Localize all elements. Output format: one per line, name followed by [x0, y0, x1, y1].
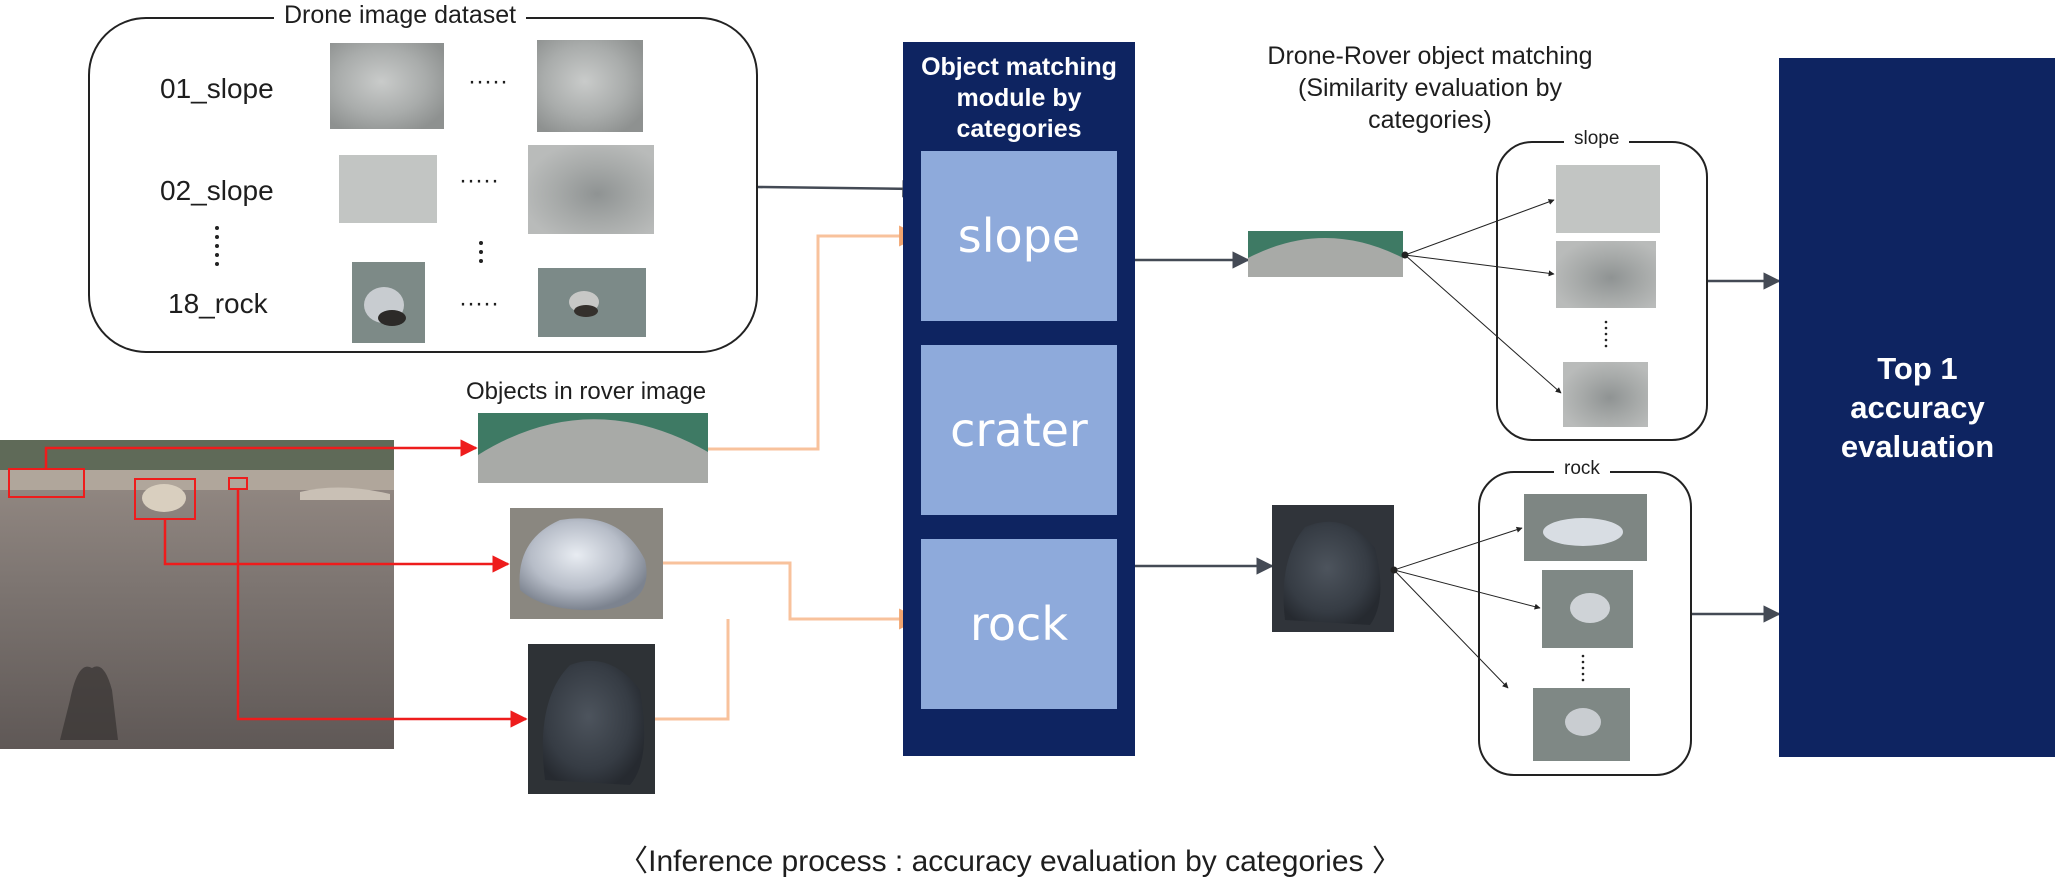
- category-rock: rock: [921, 539, 1117, 709]
- rover-rock-white: [142, 484, 186, 512]
- rock-match-label: rock: [1554, 458, 1610, 480]
- matching-title-line-1: Drone-Rover object matching: [1267, 42, 1593, 70]
- orange-arrow-slope: [708, 225, 921, 451]
- matching-title: Drone-Rover object matching (Similarity …: [1240, 40, 1620, 136]
- dataset-thumb-01-a: [330, 43, 444, 129]
- orange-arrows: [655, 225, 921, 721]
- module-title-line-1: Object matching: [921, 53, 1117, 81]
- top1-line-1: Top 1: [1877, 351, 1958, 386]
- dataset-ellipsis-2: ·····: [459, 167, 499, 194]
- dataset-thumb-02-a: [339, 155, 437, 223]
- caption: 〈Inference process : accuracy evaluation…: [618, 845, 1402, 878]
- matching-module: Object matching module by categories slo…: [903, 42, 1135, 756]
- dataset-ellipsis-3: ·····: [459, 290, 499, 317]
- dataset-thumbnails: [330, 40, 654, 343]
- rock-match-box: [1478, 471, 1692, 776]
- slope-match-label: slope: [1564, 128, 1630, 150]
- module-title-line-3: categories: [956, 115, 1082, 143]
- red-arrow-rock-dark: [236, 489, 528, 728]
- category-slope: slope: [921, 151, 1117, 321]
- red-arrow-rock-white: [163, 519, 510, 573]
- slope-candidate-3: [1563, 362, 1648, 427]
- slope-match-box: [1496, 141, 1708, 441]
- rover-title: Objects in rover image: [466, 378, 707, 405]
- orange-arrow-rock-white: [663, 561, 921, 630]
- similarity-arrows: [1390, 199, 1562, 689]
- dataset-vertical-dots: [215, 226, 483, 266]
- matching-queries: [1248, 231, 1403, 632]
- rover-crops: [478, 413, 708, 794]
- dataset-thumb-02-b: [528, 145, 654, 234]
- slope-candidate-1: [1556, 165, 1660, 233]
- category-crater: crater: [921, 345, 1117, 515]
- rover-shadow: [60, 666, 118, 740]
- matching-title-line-3: categories): [1368, 106, 1492, 134]
- top1-line-2: accuracy: [1850, 390, 1985, 425]
- dataset-title: Drone image dataset: [274, 1, 527, 30]
- red-arrows: [44, 439, 528, 728]
- dataset-row-01-slope: 01_slope: [160, 73, 274, 104]
- top1-evaluation: Top 1 accuracy evaluation: [1779, 58, 2055, 757]
- module-title: Object matching module by categories: [903, 52, 1135, 145]
- dataset-row-18-rock: 18_rock: [168, 288, 268, 319]
- module-title-line-2: module by: [956, 84, 1082, 112]
- slope-candidate-2: [1556, 241, 1656, 308]
- dataset-row-02-slope: 02_slope: [160, 175, 274, 206]
- dark-arrow-dataset-to-module: [757, 180, 920, 198]
- rover-image: [0, 440, 394, 749]
- orange-arrow-rock-dark: [655, 619, 730, 721]
- top1-line-3: evaluation: [1840, 429, 1995, 464]
- dark-arrows: [757, 180, 1781, 623]
- matching-title-line-2: (Similarity evaluation by: [1298, 74, 1562, 102]
- dataset-thumb-01-b: [537, 40, 643, 132]
- red-arrow-slope: [44, 439, 478, 469]
- match-vertical-dots: [1581, 320, 1608, 682]
- match-candidates: [1524, 165, 1660, 761]
- dataset-ellipsis-1: ·····: [468, 68, 508, 95]
